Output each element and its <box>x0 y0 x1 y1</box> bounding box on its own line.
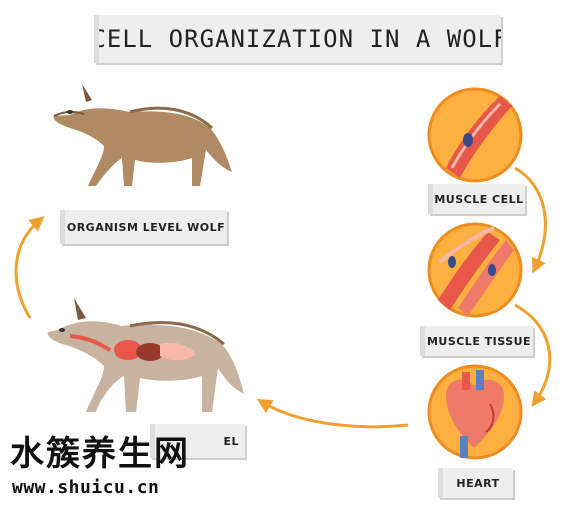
wolf-organ-illustration <box>47 298 245 412</box>
watermark-chinese: 水簇养生网 <box>10 434 190 474</box>
page-title: CELL ORGANIZATION IN A WOLF <box>94 15 501 63</box>
label-organ-level: EL <box>150 424 245 458</box>
arrow-heart-to-organ <box>256 398 409 429</box>
arrow-organ-to-organism <box>14 216 45 319</box>
arrow-tissue-to-heart <box>514 303 552 407</box>
watermark-url: www.shuicu.cn <box>12 477 160 498</box>
muscle-tissue-illustration <box>427 222 523 318</box>
label-organ-text: EL <box>223 434 239 448</box>
label-muscle-tissue: MUSCLE TISSUE <box>420 326 533 356</box>
label-organism-level-wolf: ORGANISM LEVEL WOLF <box>60 210 227 244</box>
label-heart: HEART <box>438 468 513 498</box>
heart-illustration <box>427 364 523 460</box>
label-muscle-cell: MUSCLE CELL <box>428 184 525 214</box>
wolf-organism-illustration <box>53 84 233 186</box>
muscle-cell-illustration <box>427 87 523 183</box>
arrow-cell-to-tissue <box>514 166 547 274</box>
